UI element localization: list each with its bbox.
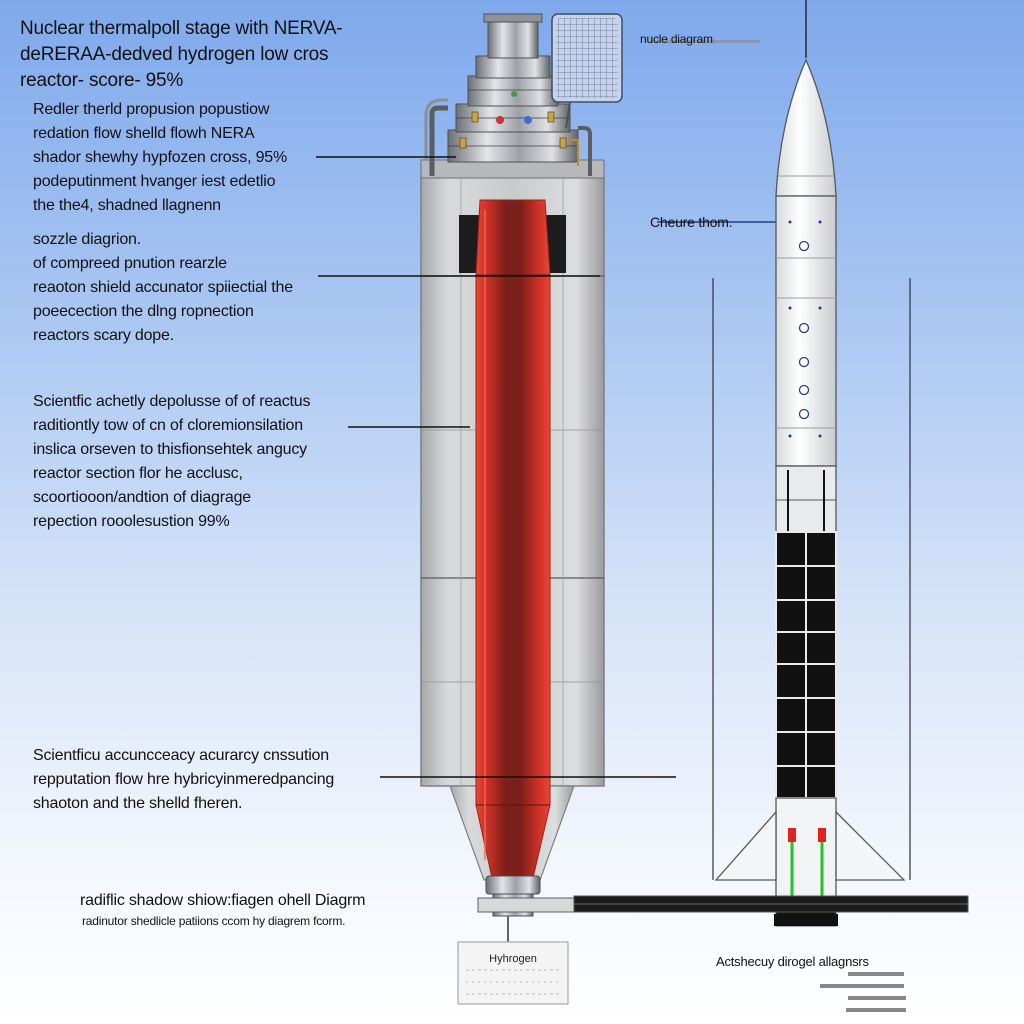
- footer-caption-1: radiflic shadow shiow:fiagen ohell Diagr…: [80, 892, 366, 909]
- block4-line: Scientficu accuncceacy acurarcy cnssutio…: [33, 747, 329, 764]
- chare-label: Cheure thom.: [650, 214, 733, 230]
- block3-line: scoortiooon/andtion of diagrage: [33, 489, 251, 506]
- fin-right: [835, 810, 906, 881]
- title: Nuclear thermalpoll stage with NERVA- de…: [20, 16, 343, 94]
- block2-line: poeecection the dlng ropnection: [33, 303, 254, 320]
- reactor-stage: Hyhrogen: [420, 13, 623, 1005]
- block1-line: Redler therld propusion popustiow: [33, 101, 270, 118]
- description-block-2: sozzle diagrion. of compreed pnution rea…: [33, 228, 293, 348]
- description-block-1: Redler therld propusion popustiow redati…: [33, 98, 287, 218]
- engine-head: [420, 13, 623, 179]
- block3-line: repection rooolesustion 99%: [33, 513, 230, 530]
- hydrogen-box: [457, 941, 569, 1005]
- rocket: [573, 0, 969, 927]
- title-line: Nuclear thermalpoll stage with NERVA-: [20, 18, 343, 39]
- block1-line: redation flow shelld flowh NERA: [33, 125, 255, 142]
- description-block-4: Scientficu accuncceacy acurarcy cnssutio…: [33, 744, 334, 816]
- top-right-label: nucle diagram: [640, 32, 713, 46]
- shadow-shield-right: [544, 215, 566, 273]
- block1-line: podeputinment hvanger iest edetlio: [33, 173, 276, 190]
- block1-line: the the4, shadned llagnenn: [33, 197, 221, 214]
- bottom-right-label: Actshecuy dirogel allagnsrs: [716, 954, 869, 969]
- hydrogen-label: Hyhrogen: [489, 953, 537, 965]
- block2-line: reaoton shield accunator spiiectial the: [33, 279, 293, 296]
- block4-line: repputation flow hre hybricyinmeredpanci…: [33, 771, 335, 788]
- block2-line: reactors scary dope.: [33, 327, 174, 344]
- shadow-shield-left: [459, 215, 481, 273]
- fin-left: [714, 810, 777, 881]
- block3-line: reactor section flor he acclusc,: [33, 465, 243, 482]
- block2-line: of compreed pnution rearzle: [33, 255, 227, 272]
- title-line: reactor- score- 95%: [20, 70, 184, 91]
- legend-fine-print: [650, 40, 906, 1012]
- footer-caption-2: radinutor shedlicle patiions ccom hy dia…: [82, 914, 346, 928]
- block3-line: raditiontly tow of cn of cloremionsilati…: [33, 417, 303, 434]
- block4-line: shaoton and the shelld fheren.: [33, 795, 243, 812]
- block3-line: Scientfic achetly depolusse of of reactu…: [33, 393, 311, 410]
- description-block-3: Scientfic achetly depolusse of of reactu…: [33, 390, 310, 534]
- block3-line: inslica orseven to thisfionsehtek angucy: [33, 441, 307, 458]
- block1-line: shador shewhy hypfozen cross, 95%: [33, 149, 287, 166]
- callout-lines: [316, 156, 676, 778]
- feed-pipe: [477, 897, 575, 913]
- title-line: deRERAA-dedved hydrogen low cros: [20, 44, 329, 65]
- block2-line: sozzle diagrion.: [33, 231, 141, 248]
